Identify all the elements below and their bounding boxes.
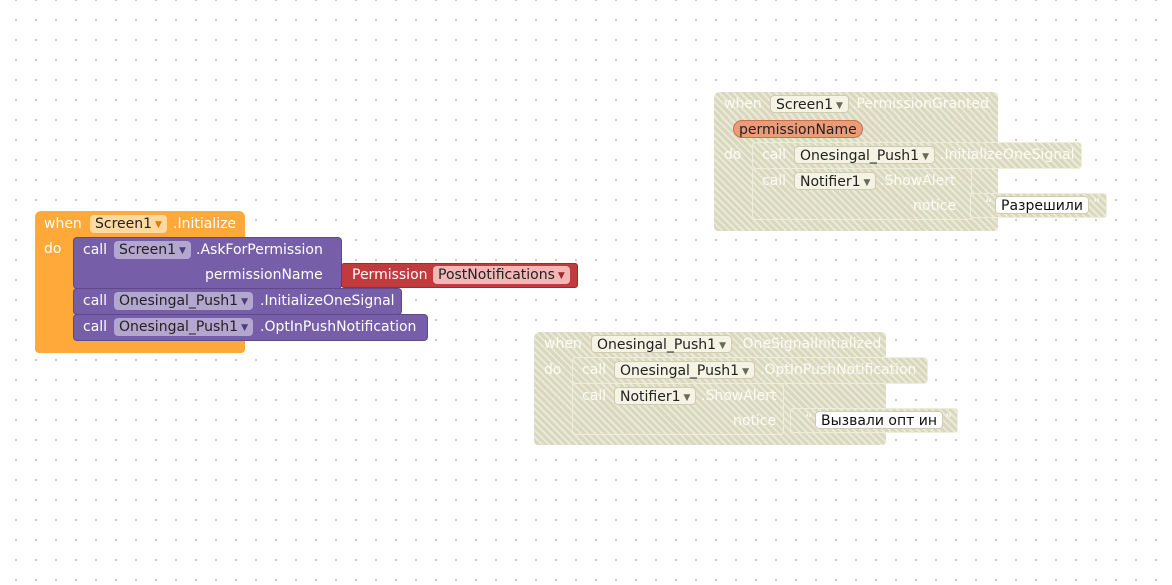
call-keyword: call [83,293,108,309]
event-name-label: .Initialize [173,216,237,232]
component-dropdown-onesignal[interactable]: Onesingal_Push1▼ [614,361,755,379]
component-dropdown-onesignal[interactable]: Onesingal_Push1▼ [591,335,732,353]
permission-dropdown[interactable]: PostNotifications▼ [433,266,570,284]
dropdown-value: Notifier1 [620,389,681,405]
quote-close-icon: ” [945,412,953,428]
method-name-label: .InitializeOneSignal [260,293,395,309]
text-value-field[interactable]: Разрешили [995,196,1089,214]
dropdown-value: Screen1 [95,216,153,232]
method-name-label: .ShowAlert [880,173,956,189]
chevron-down-icon: ▼ [241,297,248,307]
component-dropdown-notifier[interactable]: Notifier1▼ [794,172,877,190]
quote-close-icon: ” [1093,197,1101,213]
chevron-down-icon: ▼ [155,220,162,230]
component-dropdown-onesignal[interactable]: Onesingal_Push1▼ [114,318,253,336]
call-keyword: call [762,147,787,163]
do-keyword: do [544,362,562,378]
chevron-down-icon: ▼ [863,178,871,188]
chevron-down-icon: ▼ [179,246,186,256]
method-name-label: .OptInPushNotification [760,362,917,378]
permission-granted-header-extension [714,92,991,117]
dropdown-value: PostNotifications [438,267,555,283]
method-name-label: .OptInPushNotification [260,319,417,335]
chevron-down-icon: ▼ [922,152,929,162]
dropdown-value: Screen1 [776,97,834,113]
method-name-label: .InitializeOneSignal [940,147,1075,163]
call-keyword: call [762,173,787,189]
chevron-down-icon: ▼ [683,393,691,403]
chevron-down-icon: ▼ [836,101,843,111]
component-dropdown-onesignal[interactable]: Onesingal_Push1▼ [794,146,935,164]
dropdown-value: Onesingal_Push1 [597,337,717,353]
event-name-label: .OneSignalInitialized [738,336,882,352]
call-keyword: call [83,242,108,258]
component-dropdown-screen1[interactable]: Screen1▼ [770,95,849,113]
argument-label: notice [913,198,957,214]
when-keyword: when [544,336,582,352]
call-keyword: call [582,362,607,378]
do-keyword: do [724,147,742,163]
component-dropdown-onesignal[interactable]: Onesingal_Push1▼ [114,292,253,310]
dropdown-value: Onesingal_Push1 [119,319,239,335]
when-keyword: when [44,216,82,232]
quote-open-icon: “ [985,197,993,213]
dropdown-value: Onesingal_Push1 [800,148,920,164]
dropdown-value: Onesingal_Push1 [620,363,740,379]
when-keyword: when [724,96,762,112]
chevron-down-icon: ▼ [742,367,749,377]
permission-label: Permission [352,267,428,283]
quote-open-icon: “ [805,412,813,428]
event-parameter-pill[interactable]: permissionName [733,120,863,138]
call-keyword: call [582,388,607,404]
chevron-down-icon: ▼ [241,323,248,333]
chevron-down-icon: ▼ [719,341,726,351]
component-dropdown-screen1[interactable]: Screen1▼ [90,215,167,233]
dropdown-value: Screen1 [119,242,177,258]
event-name-label: .PermissionGranted [852,96,990,112]
method-name-label: .AskForPermission [196,242,323,258]
text-value-field[interactable]: Вызвали опт ин [815,411,944,429]
dropdown-value: Onesingal_Push1 [119,293,239,309]
argument-label: permissionName [205,267,323,283]
method-name-label: .ShowAlert [701,388,777,404]
component-dropdown-screen1[interactable]: Screen1▼ [114,241,191,259]
chevron-down-icon: ▼ [557,271,565,281]
argument-label: notice [733,413,777,429]
do-keyword: do [44,241,62,257]
dropdown-value: Notifier1 [800,174,861,190]
call-keyword: call [83,319,108,335]
component-dropdown-notifier[interactable]: Notifier1▼ [614,387,697,405]
